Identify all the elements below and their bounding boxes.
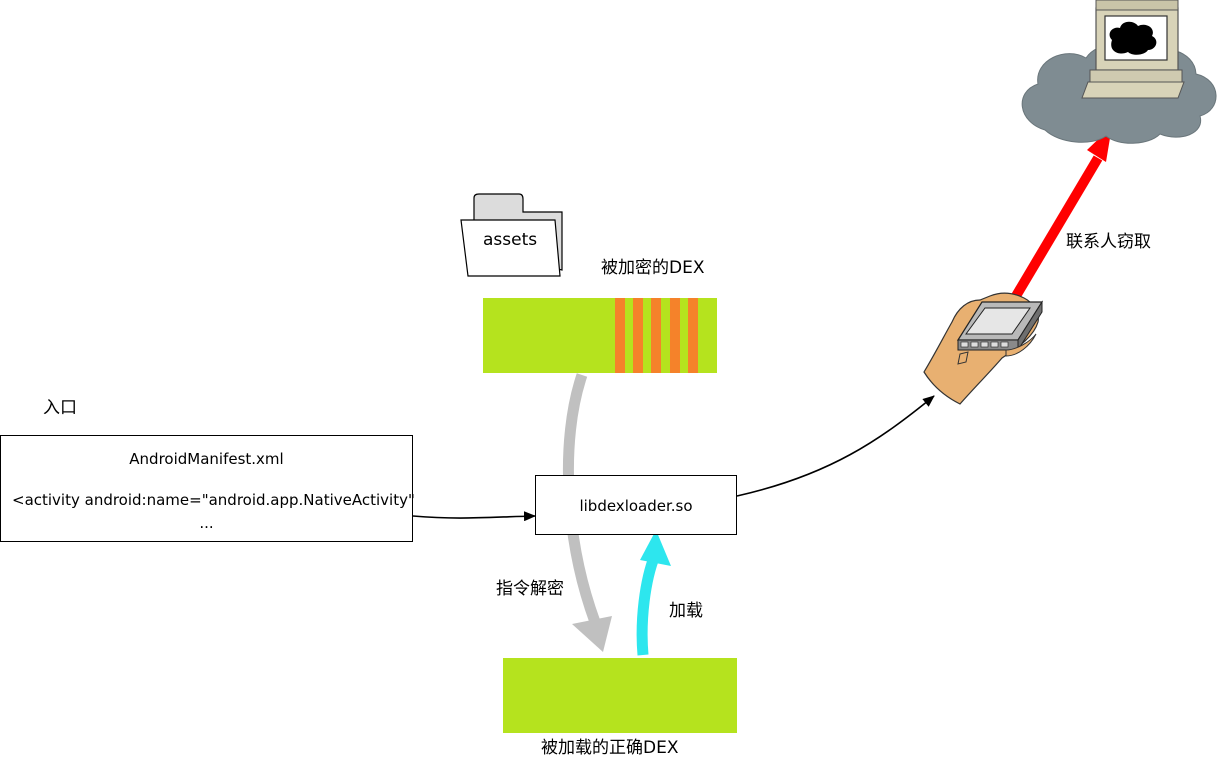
- manifest-box: AndroidManifest.xml <activity android:na…: [0, 435, 415, 542]
- loader-to-phone-arrow: [736, 395, 935, 497]
- entry-label: 入口: [43, 398, 77, 418]
- manifest-filename: AndroidManifest.xml: [129, 450, 284, 468]
- encrypted-stripe: [615, 298, 625, 373]
- loader-box: libdexloader.so: [535, 475, 737, 535]
- steal-label: 联系人窃取: [1066, 232, 1151, 252]
- assets-folder-label: assets: [483, 230, 538, 250]
- loaded-dex-bar: [503, 658, 737, 733]
- decrypt-label: 指令解密: [496, 579, 564, 599]
- encrypted-dex-label: 被加密的DEX: [601, 258, 705, 278]
- steal-arrow: [1011, 126, 1112, 299]
- loader-label: libdexloader.so: [579, 497, 693, 515]
- load-arrow: [636, 530, 671, 656]
- manifest-ellipsis: ...: [199, 514, 214, 532]
- handheld-device-icon: [923, 292, 1044, 405]
- encrypted-stripe: [651, 298, 661, 373]
- encrypted-stripe: [670, 298, 680, 373]
- loaded-dex-label: 被加载的正确DEX: [541, 738, 679, 758]
- encrypted-stripe: [633, 298, 643, 373]
- load-label: 加载: [669, 601, 703, 621]
- manifest-activity-line: <activity android:name="android.app.Nati…: [12, 491, 415, 509]
- manifest-to-loader-arrow: [412, 511, 536, 522]
- encrypted-stripe: [688, 298, 698, 373]
- encrypted-dex-bar: [483, 298, 717, 373]
- computer-terminal-icon: [1081, 0, 1185, 99]
- folder-icon: [460, 193, 563, 277]
